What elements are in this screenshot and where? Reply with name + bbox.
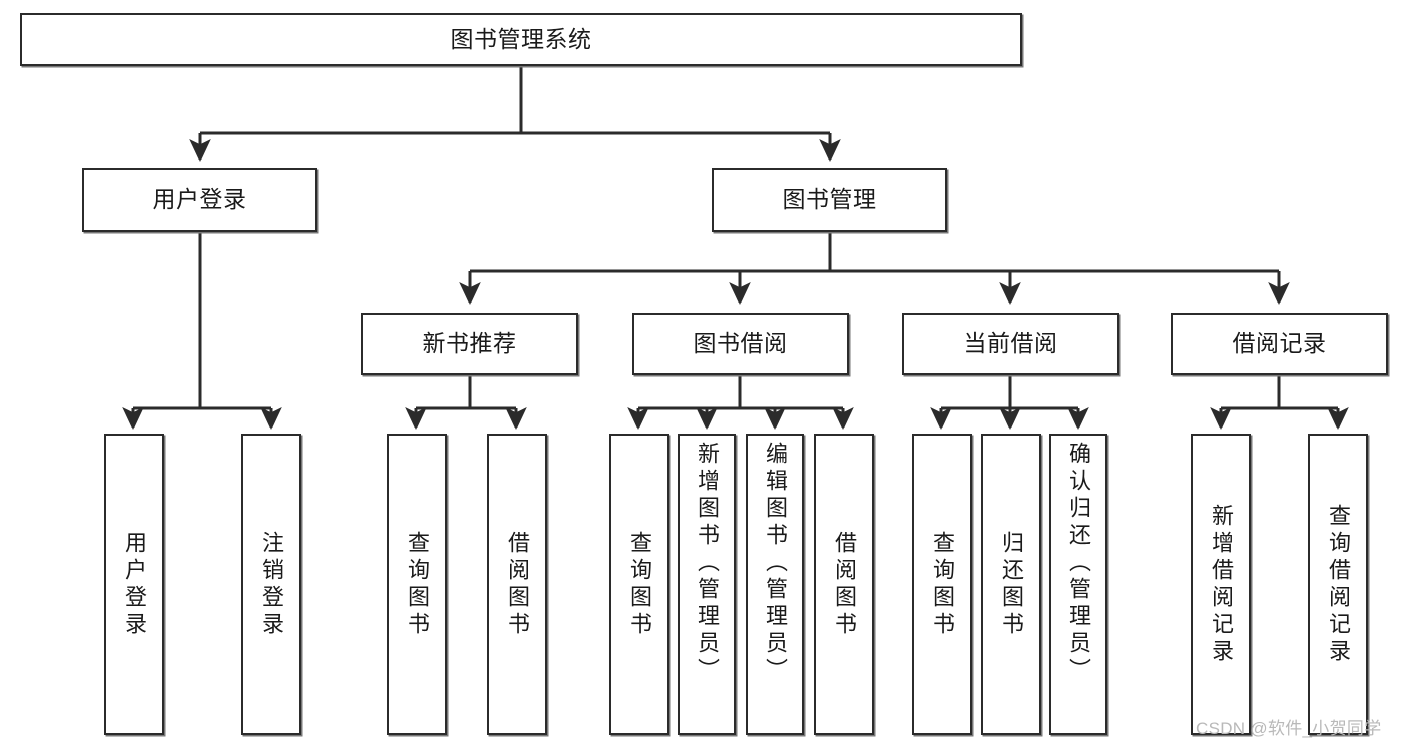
leaf-add-book[interactable]: 新增图书（管理员） xyxy=(678,434,736,735)
leaf-user-login-label: 用户登录 xyxy=(122,530,147,639)
leaf-edit-book-label: 编辑图书（管理员） xyxy=(763,442,788,685)
node-current-borrow[interactable]: 当前借阅 xyxy=(902,313,1119,375)
node-root[interactable]: 图书管理系统 xyxy=(20,13,1022,66)
leaf-return-book-label: 归还图书 xyxy=(999,530,1024,639)
leaf-query-book-3-label: 查询图书 xyxy=(930,530,955,639)
leaf-user-login[interactable]: 用户登录 xyxy=(104,434,164,735)
leaf-query-record[interactable]: 查询借阅记录 xyxy=(1308,434,1368,735)
leaf-borrow-book-1-label: 借阅图书 xyxy=(505,530,530,639)
node-user-login[interactable]: 用户登录 xyxy=(82,168,317,232)
leaf-query-book-2-label: 查询图书 xyxy=(627,530,652,639)
node-root-label: 图书管理系统 xyxy=(450,25,592,52)
node-book-manage-label: 图书管理 xyxy=(782,186,877,213)
leaf-query-book-1-label: 查询图书 xyxy=(405,530,430,639)
leaf-confirm-return[interactable]: 确认归还（管理员） xyxy=(1049,434,1107,735)
leaf-confirm-return-label: 确认归还（管理员） xyxy=(1066,442,1091,685)
leaf-add-book-label: 新增图书（管理员） xyxy=(695,442,720,685)
leaf-query-record-label: 查询借阅记录 xyxy=(1326,503,1351,666)
leaf-borrow-book-2-label: 借阅图书 xyxy=(832,530,857,639)
node-borrow-record-label: 借阅记录 xyxy=(1232,330,1327,357)
leaf-add-record-label: 新增借阅记录 xyxy=(1209,503,1234,666)
node-new-book-rec[interactable]: 新书推荐 xyxy=(361,313,578,375)
node-borrow-record[interactable]: 借阅记录 xyxy=(1171,313,1388,375)
leaf-query-book-1[interactable]: 查询图书 xyxy=(387,434,447,735)
leaf-borrow-book-1[interactable]: 借阅图书 xyxy=(487,434,547,735)
node-current-borrow-label: 当前借阅 xyxy=(963,330,1058,357)
leaf-logout[interactable]: 注销登录 xyxy=(241,434,301,735)
node-book-borrow[interactable]: 图书借阅 xyxy=(632,313,849,375)
watermark: CSDN @软件_小贺同学 xyxy=(1196,719,1382,738)
leaf-add-record[interactable]: 新增借阅记录 xyxy=(1191,434,1251,735)
leaf-query-book-3[interactable]: 查询图书 xyxy=(912,434,972,735)
leaf-logout-label: 注销登录 xyxy=(259,530,284,639)
leaf-query-book-2[interactable]: 查询图书 xyxy=(609,434,669,735)
leaf-borrow-book-2[interactable]: 借阅图书 xyxy=(814,434,874,735)
node-book-borrow-label: 图书借阅 xyxy=(693,330,788,357)
node-new-book-rec-label: 新书推荐 xyxy=(422,330,517,357)
leaf-return-book[interactable]: 归还图书 xyxy=(981,434,1041,735)
node-user-login-label: 用户登录 xyxy=(152,186,247,213)
node-book-manage[interactable]: 图书管理 xyxy=(712,168,947,232)
leaf-edit-book[interactable]: 编辑图书（管理员） xyxy=(746,434,804,735)
